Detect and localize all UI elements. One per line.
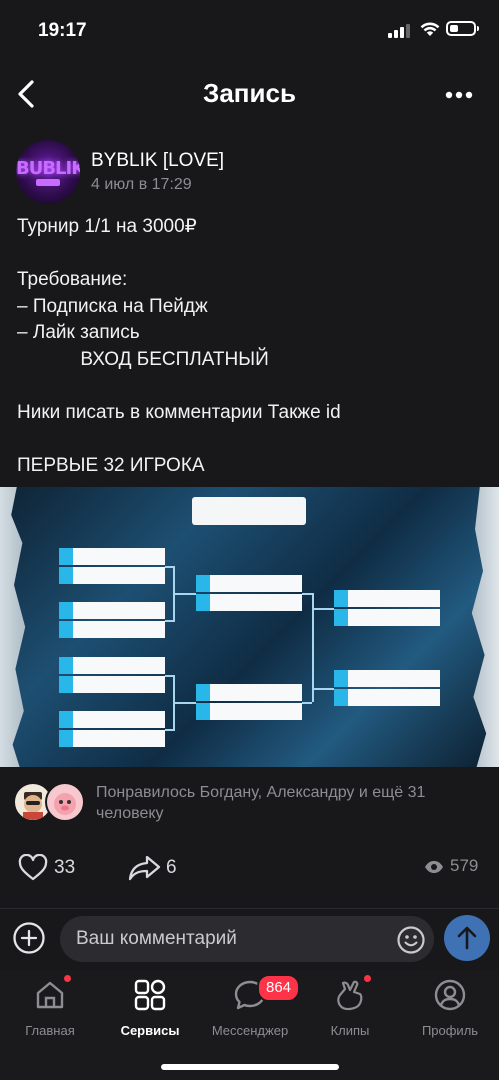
- bracket-slot: [196, 684, 302, 720]
- bracket-slot: [59, 548, 165, 584]
- post-image[interactable]: [0, 487, 499, 767]
- arrow-up-icon: [457, 926, 477, 950]
- comment-input[interactable]: [60, 916, 434, 962]
- back-button[interactable]: [10, 76, 46, 112]
- status-time: 19:17: [38, 20, 87, 41]
- avatar-logo: BUBLIK: [16, 158, 80, 179]
- services-grid-icon: [134, 979, 166, 1011]
- bracket-slot: [334, 590, 440, 626]
- post-date: 4 июл в 17:29: [91, 176, 192, 193]
- author-avatar[interactable]: BUBLIK: [16, 140, 80, 204]
- battery-icon: [446, 21, 479, 36]
- tab-home[interactable]: Главная: [0, 976, 100, 1046]
- home-icon: [36, 981, 64, 1009]
- post-text: Турнир 1/1 на 3000₽ Требование: – Подпис…: [17, 216, 341, 476]
- bracket-slot: [59, 657, 165, 693]
- bracket-slot: [196, 575, 302, 611]
- views-count: 579: [450, 856, 479, 875]
- add-attachment-button[interactable]: [12, 921, 46, 955]
- tab-services[interactable]: Сервисы: [100, 976, 200, 1046]
- heart-icon: [18, 854, 48, 881]
- likes-count: 33: [54, 857, 76, 878]
- likes-summary[interactable]: Понравилось Богдану, Александру и ещё 31…: [96, 784, 426, 822]
- bracket-slot: [59, 602, 165, 638]
- like-button[interactable]: 33: [18, 852, 88, 882]
- share-icon: [128, 855, 161, 881]
- share-button[interactable]: 6: [128, 852, 188, 882]
- bracket-title-box: [192, 497, 306, 525]
- eye-icon: [425, 861, 443, 873]
- author-name[interactable]: BYBLIK [LOVE]: [91, 150, 225, 171]
- wifi-icon: [420, 22, 440, 36]
- more-options-icon[interactable]: [440, 80, 480, 110]
- liker-avatar[interactable]: [45, 782, 85, 822]
- send-button[interactable]: [444, 915, 490, 961]
- views: 579: [424, 856, 486, 880]
- signal-icon: [388, 24, 410, 38]
- bracket-slot: [334, 670, 440, 706]
- tab-label: Сервисы: [120, 1023, 180, 1038]
- tab-label: Клипы: [330, 1023, 370, 1038]
- messenger-badge: 864: [257, 974, 301, 1002]
- emoji-icon[interactable]: [396, 925, 426, 955]
- clips-icon: [337, 980, 363, 1011]
- page-title: Запись: [203, 78, 296, 108]
- tab-label: Профиль: [421, 1023, 479, 1038]
- tab-label: Главная: [25, 1023, 75, 1038]
- bracket-slot: [59, 711, 165, 747]
- tab-clips[interactable]: Клипы: [300, 976, 400, 1046]
- tab-label: Мессенджер: [211, 1023, 289, 1038]
- shares-count: 6: [166, 857, 177, 878]
- home-indicator: [161, 1064, 339, 1070]
- tab-profile[interactable]: Профиль: [400, 976, 499, 1046]
- profile-icon: [434, 979, 466, 1011]
- tab-bar: Главная Сервисы Мессенджер Клипы Профиль: [0, 970, 499, 1080]
